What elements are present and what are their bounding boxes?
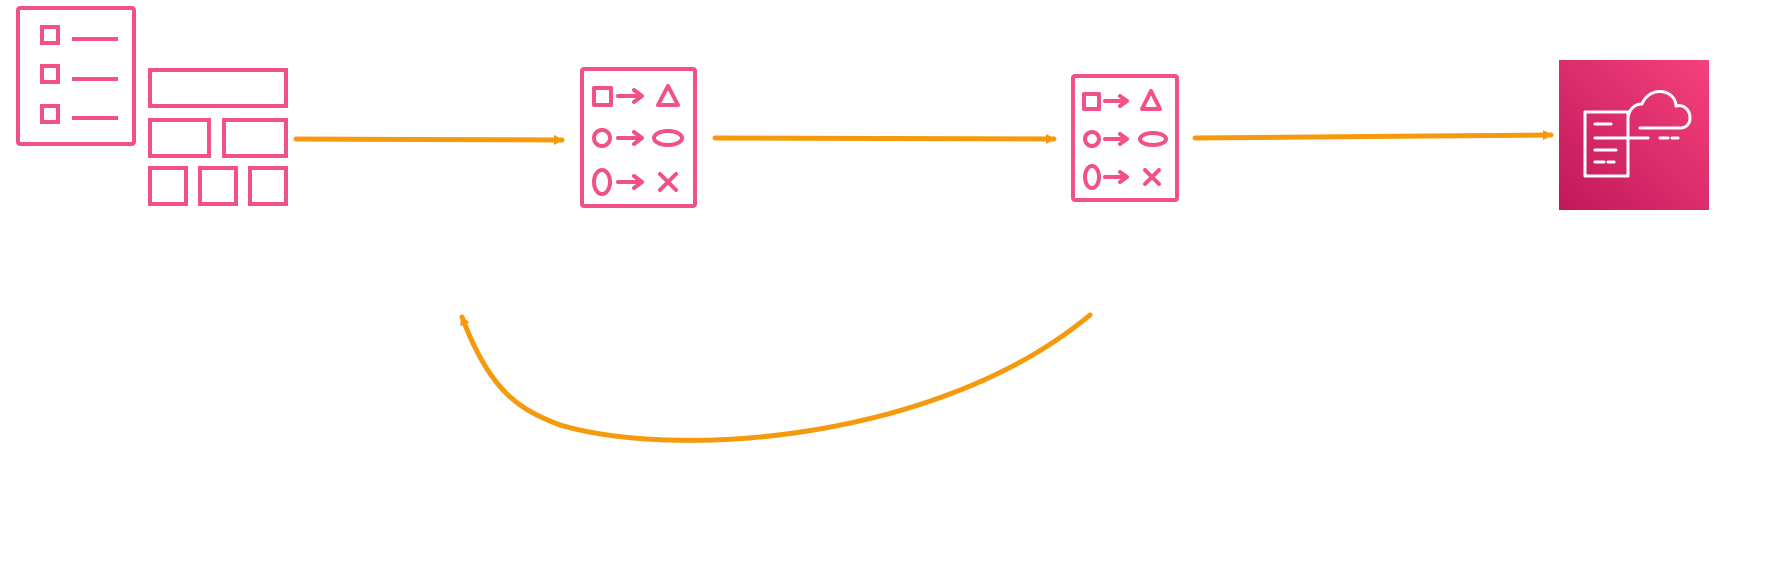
list-and-table-icon: [16, 6, 288, 206]
arrow-mapping-1-to-mapping-2: [712, 133, 1057, 144]
table-grid-icon: [148, 68, 288, 206]
data-mapping-icon-2: [1071, 74, 1179, 202]
data-mapping-icon: [580, 67, 697, 208]
arrow-mapping-2-to-service: [1192, 130, 1554, 141]
cloud-document-service-icon: [1559, 60, 1709, 210]
connector-arrows: [293, 130, 1554, 443]
list-document-icon: [16, 6, 136, 146]
loop-back-arrow: [459, 312, 1093, 443]
arrow-source-to-mapping-1: [293, 134, 565, 145]
